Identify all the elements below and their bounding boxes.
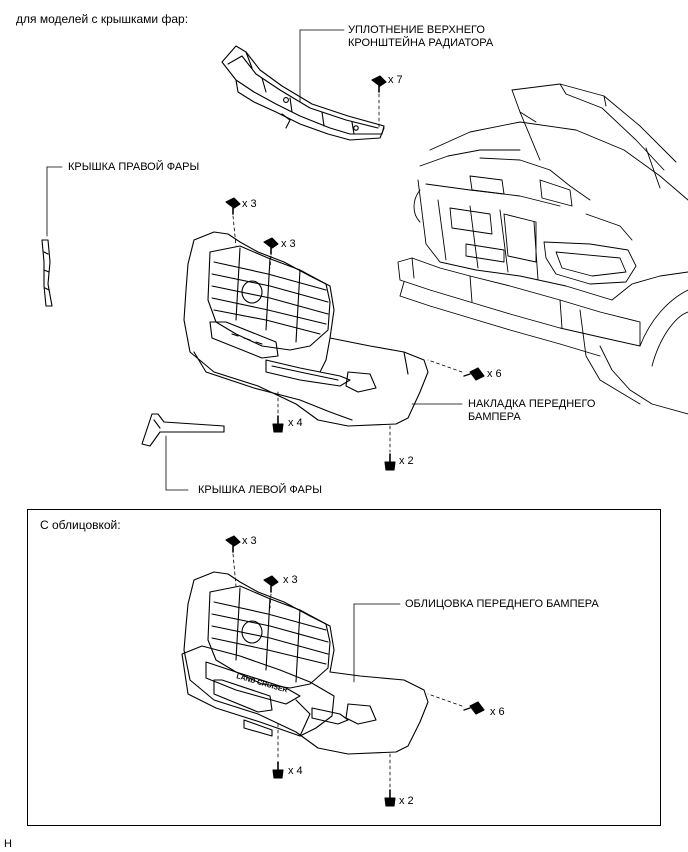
bumper-cover-label: НАКЛАДКА ПЕРЕДНЕГО БАМПЕРА [468, 398, 595, 424]
footer-code: H [4, 838, 12, 850]
clip-icon [225, 197, 241, 215]
quantity-label: x 6 [490, 706, 505, 718]
right-lamp-cover-part [41, 239, 53, 307]
radiator-seal-part [221, 45, 385, 141]
quantity-label: x 2 [399, 795, 414, 807]
box-heading: С облицовкой: [40, 518, 121, 532]
clip-icon [371, 75, 387, 93]
quantity-label: x 4 [288, 417, 303, 429]
screw-icon [463, 367, 485, 381]
bolt-icon [384, 453, 396, 471]
bolt-icon [272, 761, 284, 779]
bumper-cover-label-line1: НАКЛАДКА ПЕРЕДНЕГО [468, 398, 596, 410]
vehicle-front [397, 83, 688, 415]
screw-icon [463, 701, 485, 715]
page-heading: для моделей с крышками фар: [16, 12, 189, 26]
front-bumper-top [183, 231, 429, 427]
quantity-label: x 3 [281, 238, 296, 250]
quantity-label: x 3 [242, 198, 257, 210]
clip-icon [263, 237, 279, 255]
quantity-label: x 4 [288, 765, 303, 777]
quantity-label: x 3 [283, 574, 298, 586]
quantity-label: x 3 [242, 535, 257, 547]
quantity-label: x 7 [388, 74, 403, 86]
quantity-label: x 6 [487, 368, 502, 380]
radiator-seal-label: УПЛОТНЕНИЕ ВЕРХНЕГО КРОНШТЕЙНА РАДИАТОРА [348, 24, 493, 50]
radiator-seal-label-line2: КРОНШТЕЙНА РАДИАТОРА [348, 37, 494, 49]
bolt-icon [272, 415, 284, 433]
clip-icon [263, 575, 279, 593]
radiator-seal-label-line1: УПЛОТНЕНИЕ ВЕРХНЕГО [348, 24, 485, 36]
bolt-icon [384, 789, 396, 807]
right-lamp-cover-label: КРЫШКА ПРАВОЙ ФАРЫ [68, 161, 200, 173]
left-lamp-cover-part [141, 413, 225, 447]
front-bumper-with-trim [181, 571, 429, 755]
bumper-cover-label-line2: БАМПЕРА [468, 411, 521, 423]
bumper-trim-label: ОБЛИЦОВКА ПЕРЕДНЕГО БАМПЕРА [405, 598, 599, 610]
quantity-label: x 2 [399, 455, 414, 467]
variant-box [27, 509, 661, 826]
clip-icon [225, 535, 241, 553]
left-lamp-cover-label: КРЫШКА ЛЕВОЙ ФАРЫ [198, 484, 322, 496]
